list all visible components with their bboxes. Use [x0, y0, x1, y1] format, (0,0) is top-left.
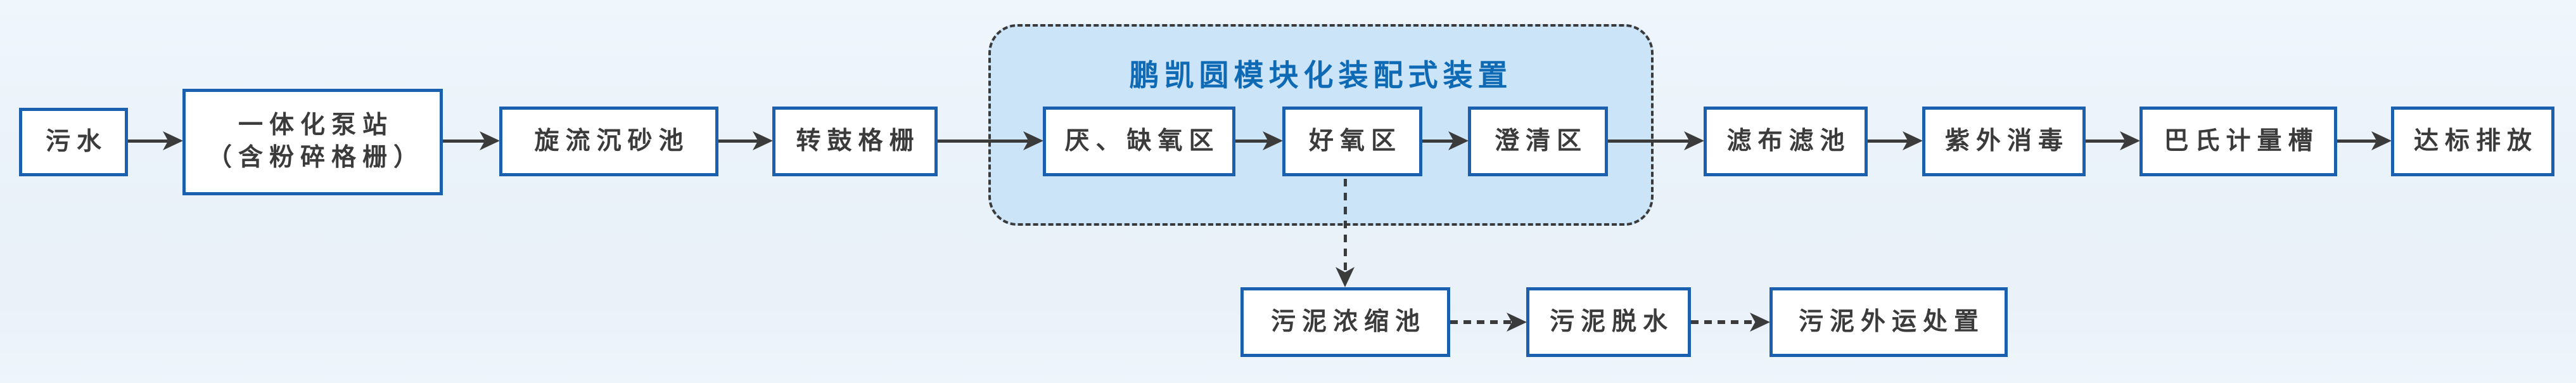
arrow-shaft: [718, 139, 758, 143]
node-label: 旋流沉砂池: [534, 126, 690, 155]
node-label: 污水: [45, 127, 108, 156]
arrow-thickener-to-dewatering: [1450, 313, 1527, 332]
arrow-shaft: [1868, 139, 1908, 143]
arrow-shaft: [1450, 320, 1512, 324]
node-uv-disinfection: 紫外消毒: [1922, 107, 2086, 176]
node-aerobic-zone: 好氧区: [1282, 107, 1422, 176]
node-clarifier-zone: 澄清区: [1468, 107, 1608, 176]
node-sewage: 污水: [19, 108, 128, 176]
node-label-line1: 一体化泵站: [238, 111, 393, 140]
arrow-shaft: [443, 139, 485, 143]
node-sludge-disposal: 污泥外运处置: [1769, 287, 2008, 357]
node-label: 澄清区: [1494, 126, 1588, 155]
node-label: 厌、缺氧区: [1064, 126, 1220, 155]
node-grit-chamber: 旋流沉砂池: [499, 107, 718, 176]
group-title: 鹏凯圆模块化装配式装置: [1129, 58, 1513, 93]
node-label: 滤布滤池: [1726, 126, 1851, 155]
node-parshall-flume: 巴氏计量槽: [2139, 107, 2337, 176]
arrow-shaft: [1343, 179, 1347, 271]
node-pump-station: 一体化泵站 （含粉碎格栅）: [182, 89, 443, 195]
node-label: 污泥脱水: [1549, 307, 1674, 336]
arrow-pump-to-grit: [443, 131, 500, 150]
node-sludge-thickener: 污泥浓缩池: [1240, 287, 1450, 357]
arrow-aerobic-to-thickener: [1336, 179, 1355, 287]
node-sludge-dewatering: 污泥脱水: [1526, 287, 1691, 357]
arrow-shaft: [938, 139, 1028, 143]
node-discharge: 达标排放: [2391, 107, 2554, 176]
arrow-dewatering-to-disposal: [1691, 313, 1770, 332]
arrow-clarifier-to-cloth: [1608, 131, 1704, 150]
arrow-uv-to-parshall: [2086, 131, 2140, 150]
arrow-sewage-to-pump: [127, 131, 183, 150]
arrow-parshall-to-discharge: [2337, 131, 2392, 150]
node-label: 紫外消毒: [1944, 126, 2069, 155]
node-label-line2: （含粉碎格栅）: [207, 143, 424, 172]
node-label: 污泥外运处置: [1798, 307, 1985, 336]
arrow-shaft: [1608, 139, 1689, 143]
arrow-shaft: [1235, 139, 1268, 143]
node-label: 达标排放: [2413, 126, 2538, 155]
arrow-aerobic-to-clarifier: [1422, 131, 1469, 150]
node-cloth-filter: 滤布滤池: [1704, 107, 1868, 176]
arrow-shaft: [1691, 320, 1755, 324]
arrow-shaft: [2086, 139, 2125, 143]
arrow-anoxic-to-aerobic: [1235, 131, 1283, 150]
node-label: 巴氏计量槽: [2164, 126, 2319, 155]
arrow-shaft: [1422, 139, 1453, 143]
arrow-drum-to-anoxic: [938, 131, 1043, 150]
arrow-shaft: [2337, 139, 2376, 143]
arrow-grit-to-drum: [718, 131, 773, 150]
node-label: 污泥浓缩池: [1270, 307, 1426, 336]
arrow-shaft: [127, 139, 168, 143]
node-anoxic-zone: 厌、缺氧区: [1043, 107, 1235, 176]
node-label: 转鼓格栅: [796, 126, 921, 155]
node-drum-screen: 转鼓格栅: [772, 107, 938, 176]
arrow-cloth-to-uv: [1868, 131, 1923, 150]
node-label: 好氧区: [1308, 126, 1402, 155]
